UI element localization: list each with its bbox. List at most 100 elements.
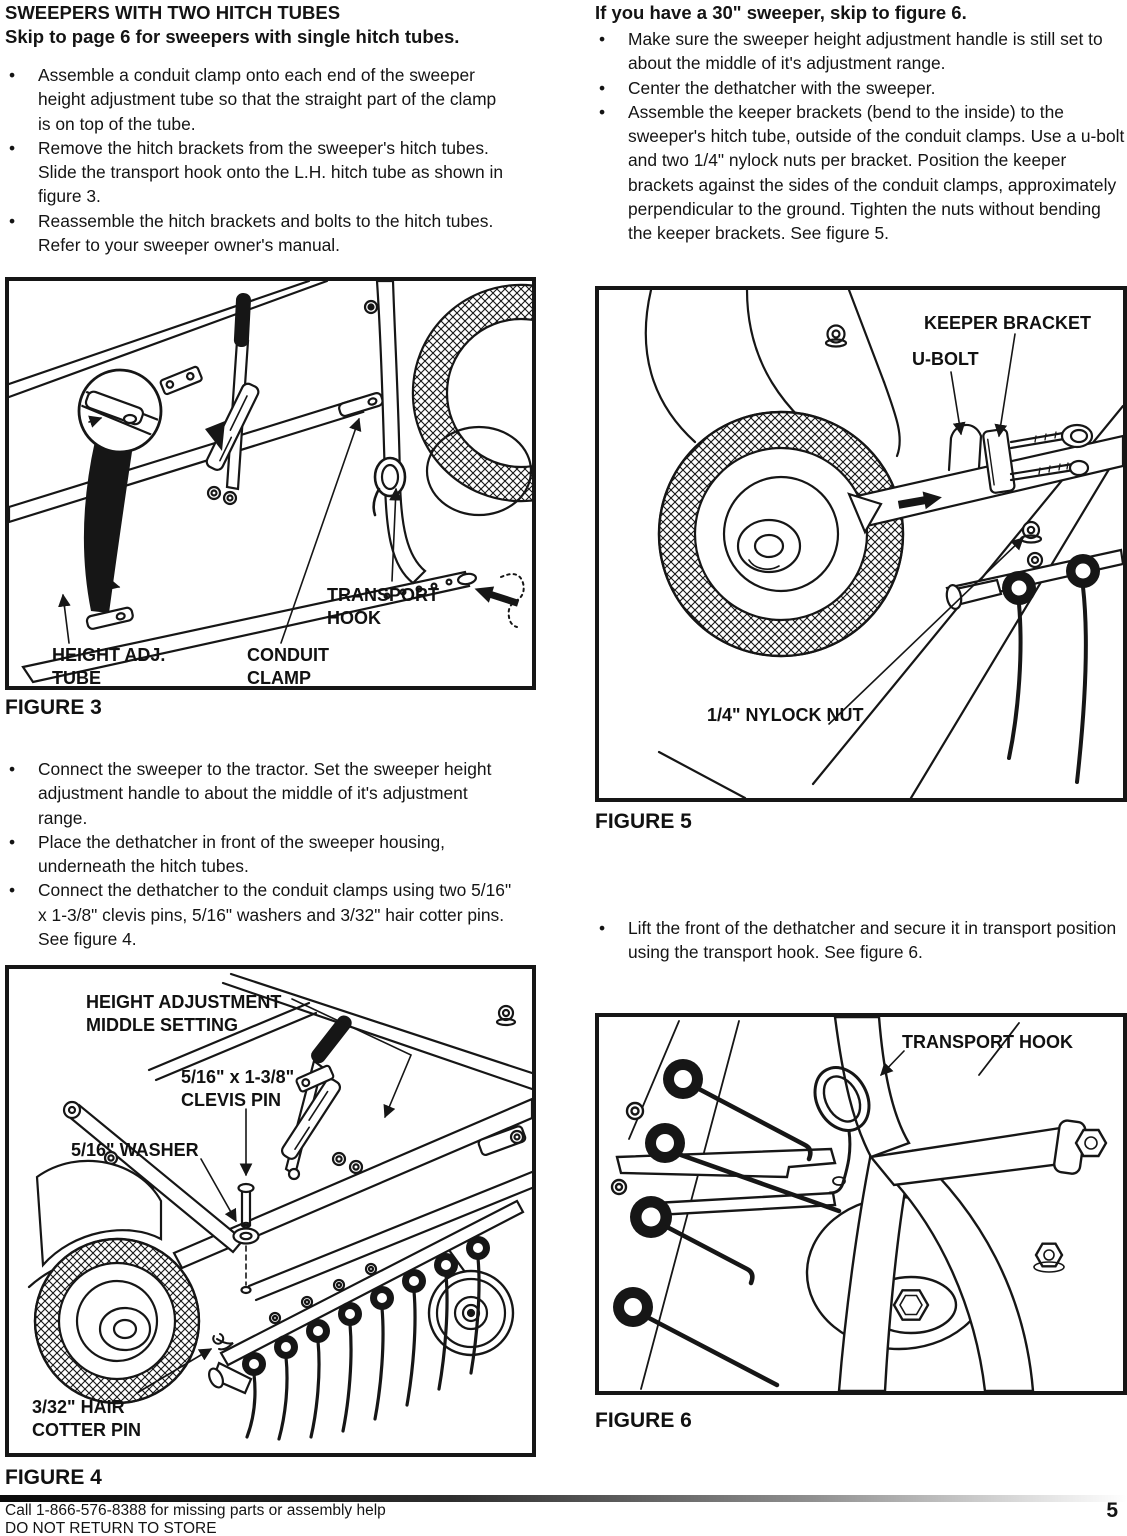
list-item: • Make sure the sweeper height adjustment…	[595, 27, 1127, 76]
washer-part	[232, 1227, 260, 1245]
list-item: • Assemble a conduit clamp onto each end …	[5, 63, 536, 136]
bullet-marker: •	[599, 101, 606, 122]
list-item: • Connect the sweeper to the tractor. Set…	[5, 757, 536, 830]
figure-6-box: TRANSPORT HOOK	[595, 1013, 1127, 1395]
figure-3-box: TRANSPORT HOOK HEIGHT ADJ. TUBE CONDUIT …	[5, 277, 536, 690]
label-arrows	[828, 333, 1024, 725]
hook-latch	[828, 1129, 852, 1195]
figure-4: HEIGHT ADJUSTMENT MIDDLE SETTING 5/16" x…	[5, 965, 536, 1490]
bullet-marker: •	[599, 918, 606, 938]
list-item: • Reassemble the hitch brackets and bolts…	[5, 209, 536, 258]
label-u-bolt: U-BOLT	[912, 349, 979, 369]
figure-3-caption: FIGURE 3	[5, 696, 102, 719]
figure-5-box: KEEPER BRACKET U-BOLT 1/4" NYLOCK NUT	[595, 286, 1127, 802]
bullet-marker: •	[9, 137, 16, 158]
page-number: 5	[1106, 1499, 1118, 1522]
housing-edges	[147, 972, 532, 1091]
list-item-text: Assemble the keeper brackets (bend to th…	[628, 101, 1125, 244]
magnifier-inset	[77, 368, 163, 630]
bullet-marker: •	[599, 29, 606, 49]
footer-help-line: Call 1-866-576-8388 for missing parts or…	[5, 1502, 386, 1519]
tine-springs	[610, 1059, 842, 1388]
label-nylock-nut: 1/4" NYLOCK NUT	[707, 705, 864, 725]
section-heading-right: If you have a 30" sweeper, skip to figur…	[595, 2, 967, 23]
list-item: • Center the dethatcher with the sweeper.	[595, 76, 1127, 100]
label-cotter-pin: 3/32" HAIR COTTER PIN	[32, 1397, 142, 1440]
label-arrows	[58, 417, 402, 644]
label-height-adjustment: HEIGHT ADJUSTMENT MIDDLE SETTING	[86, 992, 282, 1035]
figure-6-caption: FIGURE 6	[595, 1409, 692, 1432]
list-item-text: Connect the dethatcher to the conduit cl…	[38, 880, 512, 950]
figure-5-caption: FIGURE 5	[595, 810, 692, 833]
heading-line-2: Skip to page 6 for sweepers with single …	[5, 25, 460, 47]
lh-hitch-tube	[375, 281, 427, 585]
keeper-bracket-assembly	[947, 423, 1094, 494]
sweeper-wheel	[657, 410, 905, 658]
nylock-nut-part	[1019, 520, 1043, 544]
bullet-list-right: • Make sure the sweeper height adjustment…	[595, 27, 1127, 246]
right-bracket	[477, 1004, 527, 1157]
list-item: • Lift the front of the dethatcher and se…	[595, 916, 1127, 965]
figure-3-drawing	[9, 281, 532, 686]
figure-5: KEEPER BRACKET U-BOLT 1/4" NYLOCK NUT FI…	[595, 286, 1127, 834]
bullet-list-top: • Assemble a conduit clamp onto each end …	[5, 63, 536, 257]
list-item-text: Remove the hitch brackets from the sweep…	[38, 137, 504, 207]
label-height-adj-tube: HEIGHT ADJ. TUBE	[52, 645, 166, 688]
ghost-hook-dotted	[500, 573, 525, 628]
list-item-text: Lift the front of the dethatcher and sec…	[628, 918, 1117, 963]
label-arrow	[880, 1050, 905, 1076]
transport-hook-loop	[813, 1066, 871, 1132]
list-item-text: Reassemble the hitch brackets and bolts …	[38, 210, 494, 256]
bullet-marker: •	[9, 210, 16, 231]
hair-cotter-pin-part	[212, 1333, 234, 1351]
mount-hole	[240, 1285, 252, 1295]
label-transport-hook: TRANSPORT HOOK	[902, 1032, 1073, 1052]
height-adjustment-handle	[280, 1015, 364, 1181]
list-item-text: Assemble a conduit clamp onto each end o…	[38, 65, 497, 134]
frame-tubes	[172, 1097, 532, 1302]
tine-bar	[219, 1199, 525, 1367]
label-arrows	[136, 998, 413, 1394]
bullet-list-transport: • Lift the front of the dethatcher and se…	[595, 916, 1127, 965]
lower-conduit-clamp	[85, 606, 134, 630]
bullet-marker: •	[599, 77, 606, 98]
figure-4-box: HEIGHT ADJUSTMENT MIDDLE SETTING 5/16" x…	[5, 965, 536, 1457]
tine-springs	[242, 1236, 490, 1441]
insert-arrow	[897, 491, 942, 510]
label-conduit-clamp: CONDUIT CLAMP	[247, 645, 329, 688]
list-item-text: Connect the sweeper to the tractor. Set …	[38, 759, 492, 828]
section-heading: SWEEPERS WITH TWO HITCH TUBES Skip to pa…	[5, 1, 536, 48]
hitch-tube-y	[833, 1017, 1108, 1391]
footer-return-line: DO NOT RETURN TO STORE	[5, 1520, 217, 1536]
bullet-marker: •	[9, 759, 16, 779]
list-item-text: Center the dethatcher with the sweeper.	[628, 77, 936, 98]
figure-4-caption: FIGURE 4	[5, 1466, 102, 1489]
bullet-marker: •	[9, 880, 16, 901]
transport-hook-part	[372, 456, 407, 517]
sweeper-wheel-partial	[363, 283, 532, 517]
label-washer: 5/16" WASHER	[71, 1140, 199, 1160]
list-item: •Place the dethatcher in front of the sw…	[5, 830, 536, 879]
figure-5-drawing	[599, 290, 1123, 798]
sweeper-housing-edge	[9, 281, 329, 399]
clevis-pin-part	[237, 1182, 255, 1229]
figure-3: TRANSPORT HOOK HEIGHT ADJ. TUBE CONDUIT …	[5, 277, 536, 720]
axle-end	[208, 1361, 253, 1395]
figure-4-drawing	[9, 969, 532, 1453]
label-transport-hook: TRANSPORT HOOK	[327, 585, 439, 628]
height-adjustment-tube	[21, 570, 478, 684]
list-item: • Connect the dethatcher to the conduit c…	[5, 878, 536, 951]
tine-axle	[945, 548, 1123, 784]
list-item: • Assemble the keeper brackets (bend to t…	[595, 100, 1127, 246]
label-keeper-bracket: KEEPER BRACKET	[924, 313, 1092, 333]
insert-arrow	[474, 586, 520, 607]
hitch-tube-upper	[9, 392, 384, 524]
bullet-marker: •	[9, 831, 16, 852]
bullet-list-mid: • Connect the sweeper to the tractor. Set…	[5, 757, 536, 951]
bullet-marker: •	[9, 65, 16, 85]
figure-6: TRANSPORT HOOK FIGURE 6	[595, 1013, 1127, 1433]
height-adjustment-handle	[159, 293, 260, 506]
list-item-text: Make sure the sweeper height adjustment …	[628, 29, 1103, 74]
figure-6-drawing	[599, 1017, 1123, 1391]
